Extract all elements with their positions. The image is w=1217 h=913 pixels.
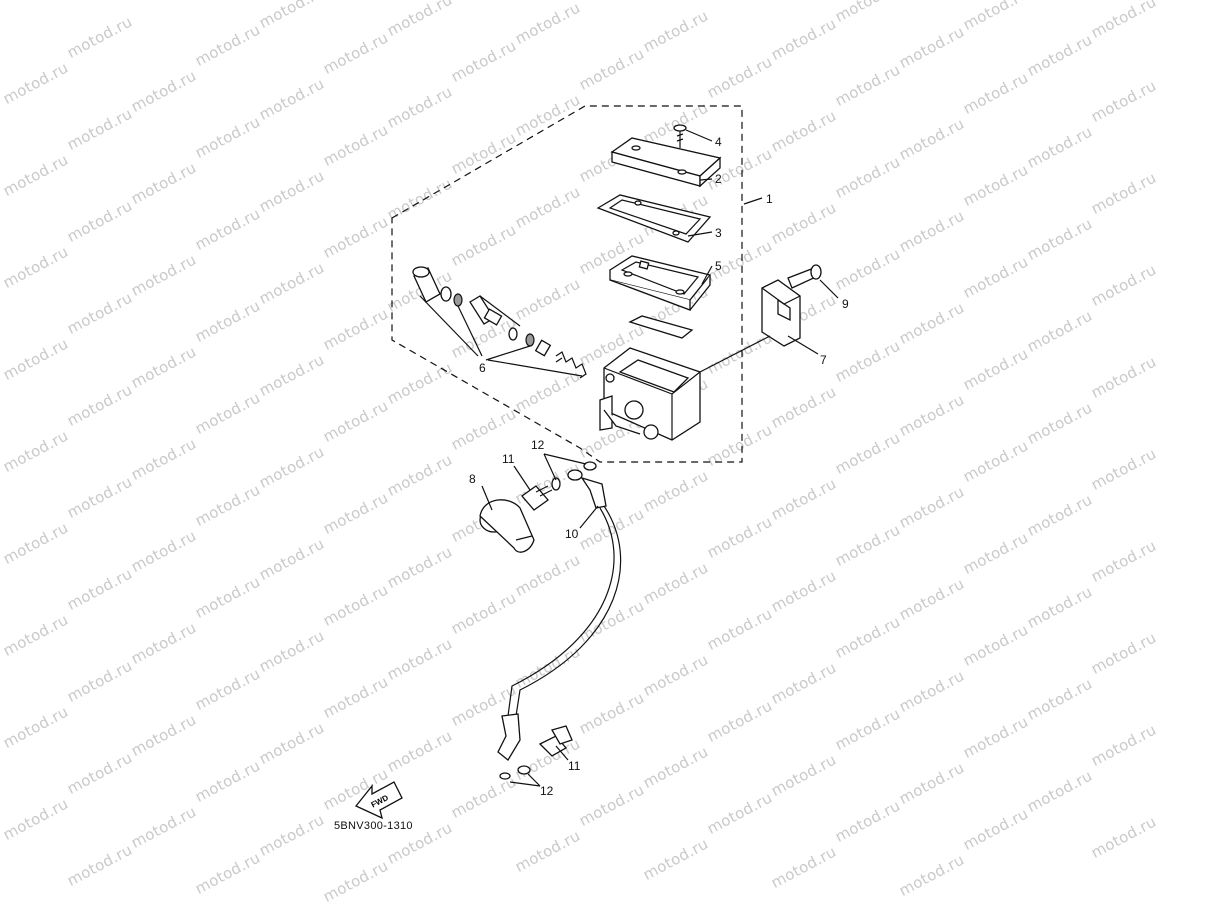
cap-screw: [673, 124, 687, 148]
callout-11-upper: 11: [502, 452, 515, 466]
callout-4: 4: [715, 135, 722, 149]
piston-kit: [412, 266, 587, 379]
master-cylinder-body: [599, 347, 701, 441]
callout-3: 3: [715, 226, 722, 240]
callout-10: 10: [565, 527, 579, 541]
callout-1: 1: [766, 192, 773, 206]
banjo-bolt-lower: [538, 725, 573, 757]
crush-washer-upper-b: [583, 461, 597, 471]
leader-lines: [419, 129, 839, 787]
fwd-arrow: FWD: [354, 781, 403, 820]
crush-washer-upper-a: [551, 477, 561, 491]
handlebar-holder: [761, 279, 801, 347]
callout-8: 8: [469, 472, 476, 486]
dust-boot: [479, 499, 535, 553]
callout-6: 6: [479, 361, 486, 375]
diaphragm-plate: [596, 194, 712, 243]
diaphragm: [609, 255, 712, 311]
reservoir-cap: [610, 137, 722, 188]
callout-12-upper: 12: [531, 438, 545, 452]
float-strip: [628, 315, 694, 339]
callout-12-lower: 12: [540, 784, 554, 798]
banjo-bolt-upper: [521, 485, 553, 511]
brake-hose: [497, 469, 622, 780]
holder-bolt: [787, 264, 822, 289]
callout-2: 2: [715, 172, 722, 186]
diagram-code: 5BNV300-1310: [334, 820, 413, 832]
callout-7: 7: [820, 353, 827, 367]
callout-9: 9: [842, 297, 849, 311]
callout-5: 5: [715, 259, 722, 273]
assembly-outline: [391, 105, 743, 463]
callout-11-lower: 11: [568, 759, 581, 773]
